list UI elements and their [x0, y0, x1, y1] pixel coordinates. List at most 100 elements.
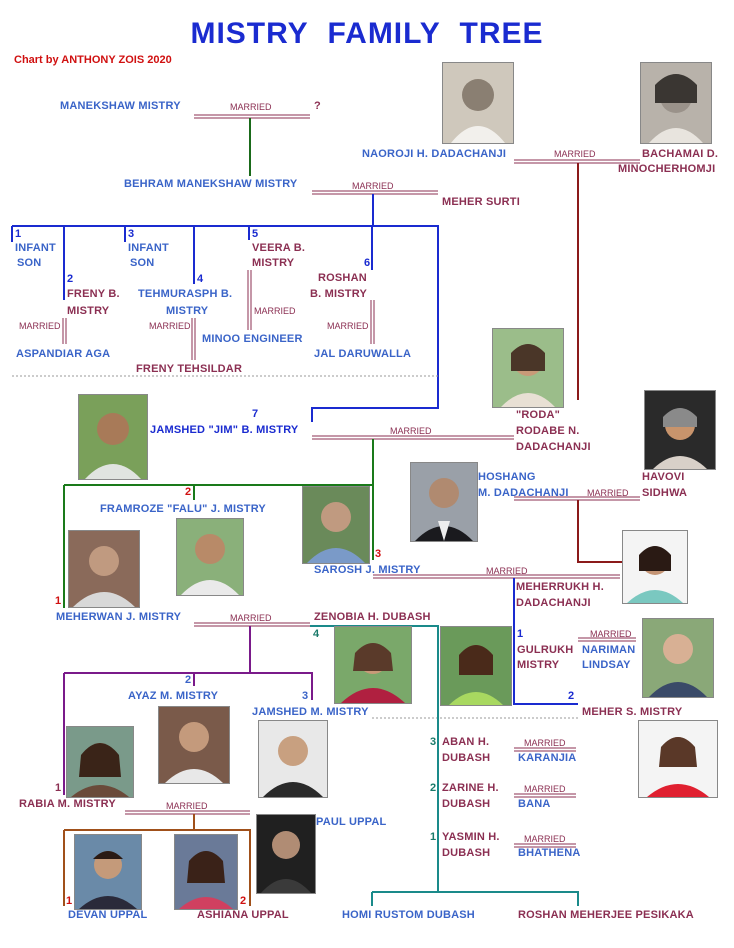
birth-order-2: 2 [430, 782, 437, 794]
married-label: MARRIED [590, 629, 632, 639]
name-bachamai-line2: MINOCHERHOMJI [618, 163, 716, 175]
children-bar-rabia [64, 829, 251, 906]
name-roda-line1: "RODA" [516, 409, 561, 421]
photo-jim [78, 394, 148, 480]
marriage-line-behram [312, 190, 438, 195]
marriage-tick-tehmurasph [191, 318, 196, 360]
married-label: MARRIED [149, 321, 191, 331]
photo-paul [256, 814, 316, 894]
photo-meherwan [68, 530, 140, 608]
married-label: MARRIED [554, 149, 596, 159]
photo-sarosh [302, 486, 370, 564]
name-infant-son-3-line1: INFANT [128, 242, 169, 254]
name-infant-son-3-line2: SON [130, 257, 155, 269]
name-bhathena: BHATHENA [518, 847, 581, 859]
birth-order-2: 2 [185, 674, 192, 686]
photo-roda [492, 328, 564, 408]
marriage-line-jim [312, 435, 514, 440]
children-bar-behram [12, 225, 439, 422]
married-label: MARRIED [19, 321, 61, 331]
photo-meher-s [638, 720, 718, 798]
descent-line-sarosh [513, 578, 578, 705]
photo-meherrukh [622, 530, 688, 604]
name-zenobia: ZENOBIA H. DUBASH [314, 611, 431, 623]
married-label: MARRIED [352, 181, 394, 191]
birth-order-5: 5 [252, 228, 259, 240]
name-rabia: RABIA M. MISTRY [19, 798, 116, 810]
birth-order-1: 1 [15, 228, 22, 240]
name-jamshed-jim: JAMSHED "JIM" B. MISTRY [150, 424, 299, 436]
name-framroze: FRAMROZE "FALU" J. MISTRY [100, 503, 266, 515]
photo-havovi [644, 390, 716, 470]
parents-bar-dubash [372, 891, 579, 906]
birth-order-1: 1 [55, 595, 62, 607]
name-infant-son-1-line1: INFANT [15, 242, 56, 254]
birth-order-2: 2 [568, 690, 575, 702]
name-zarine-line2: DUBASH [442, 798, 491, 810]
name-havovi-line1: HAVOVI [642, 471, 685, 483]
photo-jamshed-m [258, 720, 328, 798]
name-hoshang-line1: HOSHANG [478, 471, 536, 483]
name-aspandiar: ASPANDIAR AGA [16, 348, 111, 360]
marriage-line-meherwan [194, 622, 310, 627]
name-nariman-line2: LINDSAY [582, 659, 631, 671]
name-jal: JAL DARUWALLA [314, 348, 412, 360]
name-devan: DEVAN UPPAL [68, 909, 148, 921]
name-roshan-pesikaka: ROSHAN MEHERJEE PESIKAKA [518, 909, 694, 921]
birth-order-2: 2 [185, 486, 192, 498]
name-naoroji: NAOROJI H. DADACHANJI [362, 148, 507, 160]
married-label: MARRIED [327, 321, 369, 331]
birth-order-1: 1 [517, 628, 524, 640]
marriage-line-zarine [514, 793, 576, 798]
name-meherwan: MEHERWAN J. MISTRY [56, 611, 182, 623]
name-zarine-line1: ZARINE H. [442, 782, 499, 794]
name-sarosh: SAROSH J. MISTRY [314, 564, 421, 576]
photo-naoroji [442, 62, 514, 144]
name-veera-line1: VEERA B. [252, 242, 306, 254]
photo-ayaz [158, 706, 230, 784]
marriage-tick-veera [247, 270, 252, 330]
birth-order-3: 3 [302, 690, 309, 702]
photo-zenobia [334, 626, 412, 704]
children-bar-meherwan [64, 672, 313, 700]
name-roshan-line2: B. MISTRY [310, 288, 368, 300]
name-roshan-line1: ROSHAN [318, 272, 367, 284]
name-yasmin-line1: YASMIN H. [442, 831, 500, 843]
name-roda-line3: DADACHANJI [516, 441, 591, 453]
name-gulrukh-line1: GULRUKH [517, 644, 574, 656]
marriage-line-rabia [125, 810, 250, 815]
birth-order-4: 4 [197, 273, 204, 285]
name-paul: PAUL UPPAL [316, 816, 387, 828]
name-roda-line2: RODABE N. [516, 425, 580, 437]
photo-ashiana [174, 834, 238, 910]
photo-hoshang [410, 462, 478, 542]
married-label: MARRIED [254, 306, 296, 316]
name-meherrukh-line1: MEHERRUKH H. [516, 581, 604, 593]
birth-order-2: 2 [67, 273, 74, 285]
name-meher-surti: MEHER SURTI [442, 196, 520, 208]
married-label: MARRIED [230, 102, 272, 112]
married-label: MARRIED [390, 426, 432, 436]
name-homi: HOMI RUSTOM DUBASH [342, 909, 475, 921]
chart-title: MISTRY FAMILY TREE [190, 17, 544, 50]
marriage-tick-freny [62, 318, 67, 344]
married-label: MARRIED [166, 801, 208, 811]
birth-order-4: 4 [313, 628, 320, 640]
name-karanjia: KARANJIA [518, 752, 577, 764]
name-yasmin-line2: DUBASH [442, 847, 491, 859]
name-havovi-line2: SIDHWA [642, 487, 688, 499]
married-label: MARRIED [486, 566, 528, 576]
birth-order-1: 1 [66, 895, 73, 907]
birth-order-3: 3 [375, 548, 382, 560]
married-label: MARRIED [524, 834, 566, 844]
photo-nariman [642, 618, 714, 698]
name-jamshed-m: JAMSHED M. MISTRY [252, 706, 369, 718]
name-freny-b-line1: FRENY B. [67, 288, 120, 300]
photo-framroze [176, 518, 244, 596]
name-veera-line2: MISTRY [252, 257, 295, 269]
chart-credit: Chart by ANTHONY ZOIS 2020 [14, 54, 172, 66]
marriage-line-aban [514, 747, 576, 752]
photo-rabia [66, 726, 134, 798]
name-bachamai-line1: BACHAMAI D. [642, 148, 719, 160]
birth-order-1: 1 [430, 831, 437, 843]
